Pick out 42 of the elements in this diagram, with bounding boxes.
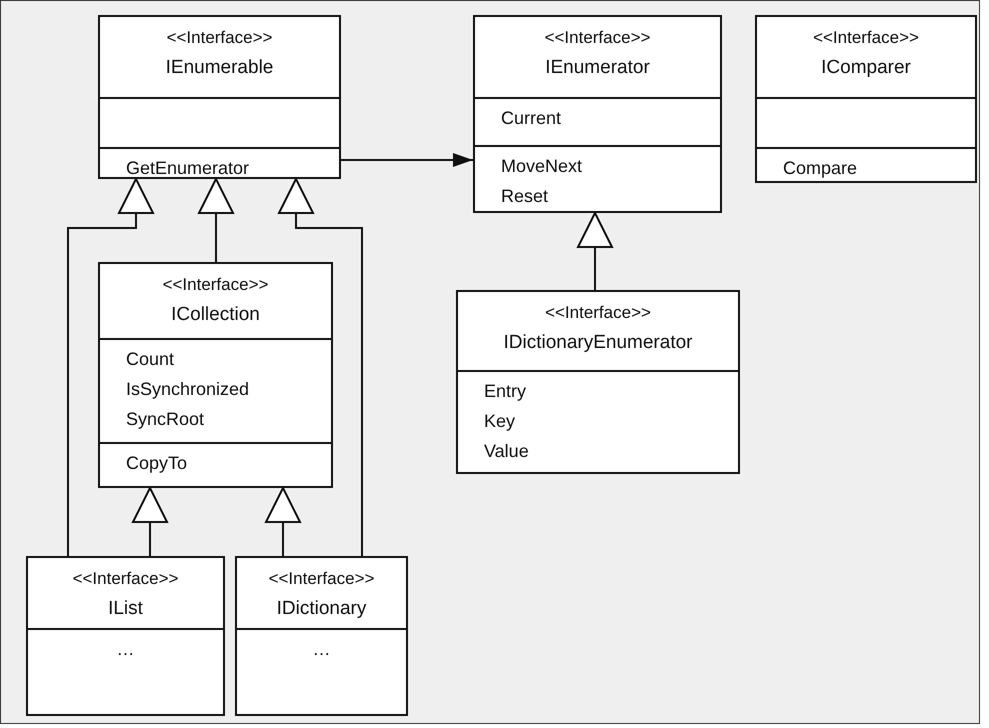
member-name: Count: [126, 348, 176, 371]
inheritance-arrow: [67, 178, 154, 556]
member-name: CopyTo: [126, 452, 188, 475]
member-name: …: [116, 638, 136, 661]
class-box: [98, 15, 341, 179]
inheritance-arrow: [198, 178, 234, 262]
stereotype-label: <<Interface>>: [544, 302, 652, 324]
stereotype-label: <<Interface>>: [812, 27, 920, 49]
member-name: Entry: [484, 380, 528, 403]
inheritance-arrow: [577, 212, 613, 290]
member-name: Reset: [501, 185, 550, 208]
class-name: IComparer: [820, 56, 912, 80]
class-name: IDictionaryEnumerator: [502, 331, 694, 355]
arrow: [341, 153, 473, 167]
class-name: IEnumerator: [544, 56, 651, 80]
stereotype-label: <<Interface>>: [544, 27, 652, 49]
stereotype-label: <<Interface>>: [166, 27, 274, 49]
member-name: Value: [484, 440, 530, 463]
stereotype-label: <<Interface>>: [162, 274, 270, 296]
inheritance-arrow: [278, 178, 363, 556]
member-name: SyncRoot: [126, 408, 206, 431]
member-name: GetEnumerator: [126, 157, 250, 180]
member-name: Compare: [783, 157, 858, 180]
member-name: MoveNext: [501, 155, 584, 178]
stereotype-label: <<Interface>>: [72, 568, 180, 590]
inheritance-arrow: [265, 487, 301, 556]
class-name: ICollection: [170, 303, 261, 327]
class-box: [473, 15, 722, 213]
class-name: IList: [107, 597, 144, 621]
member-name: IsSynchronized: [126, 378, 250, 401]
class-box: [26, 556, 225, 716]
member-name: Key: [484, 410, 516, 433]
inheritance-arrow: [132, 487, 168, 556]
class-box: [235, 556, 408, 716]
class-box: [98, 262, 333, 488]
member-name: Current: [501, 107, 562, 130]
class-box: [755, 15, 977, 183]
class-name: IEnumerable: [164, 56, 274, 80]
class-name: IDictionary: [276, 597, 368, 621]
stereotype-label: <<Interface>>: [268, 568, 376, 590]
member-name: …: [312, 638, 332, 661]
class-box: [456, 290, 740, 474]
